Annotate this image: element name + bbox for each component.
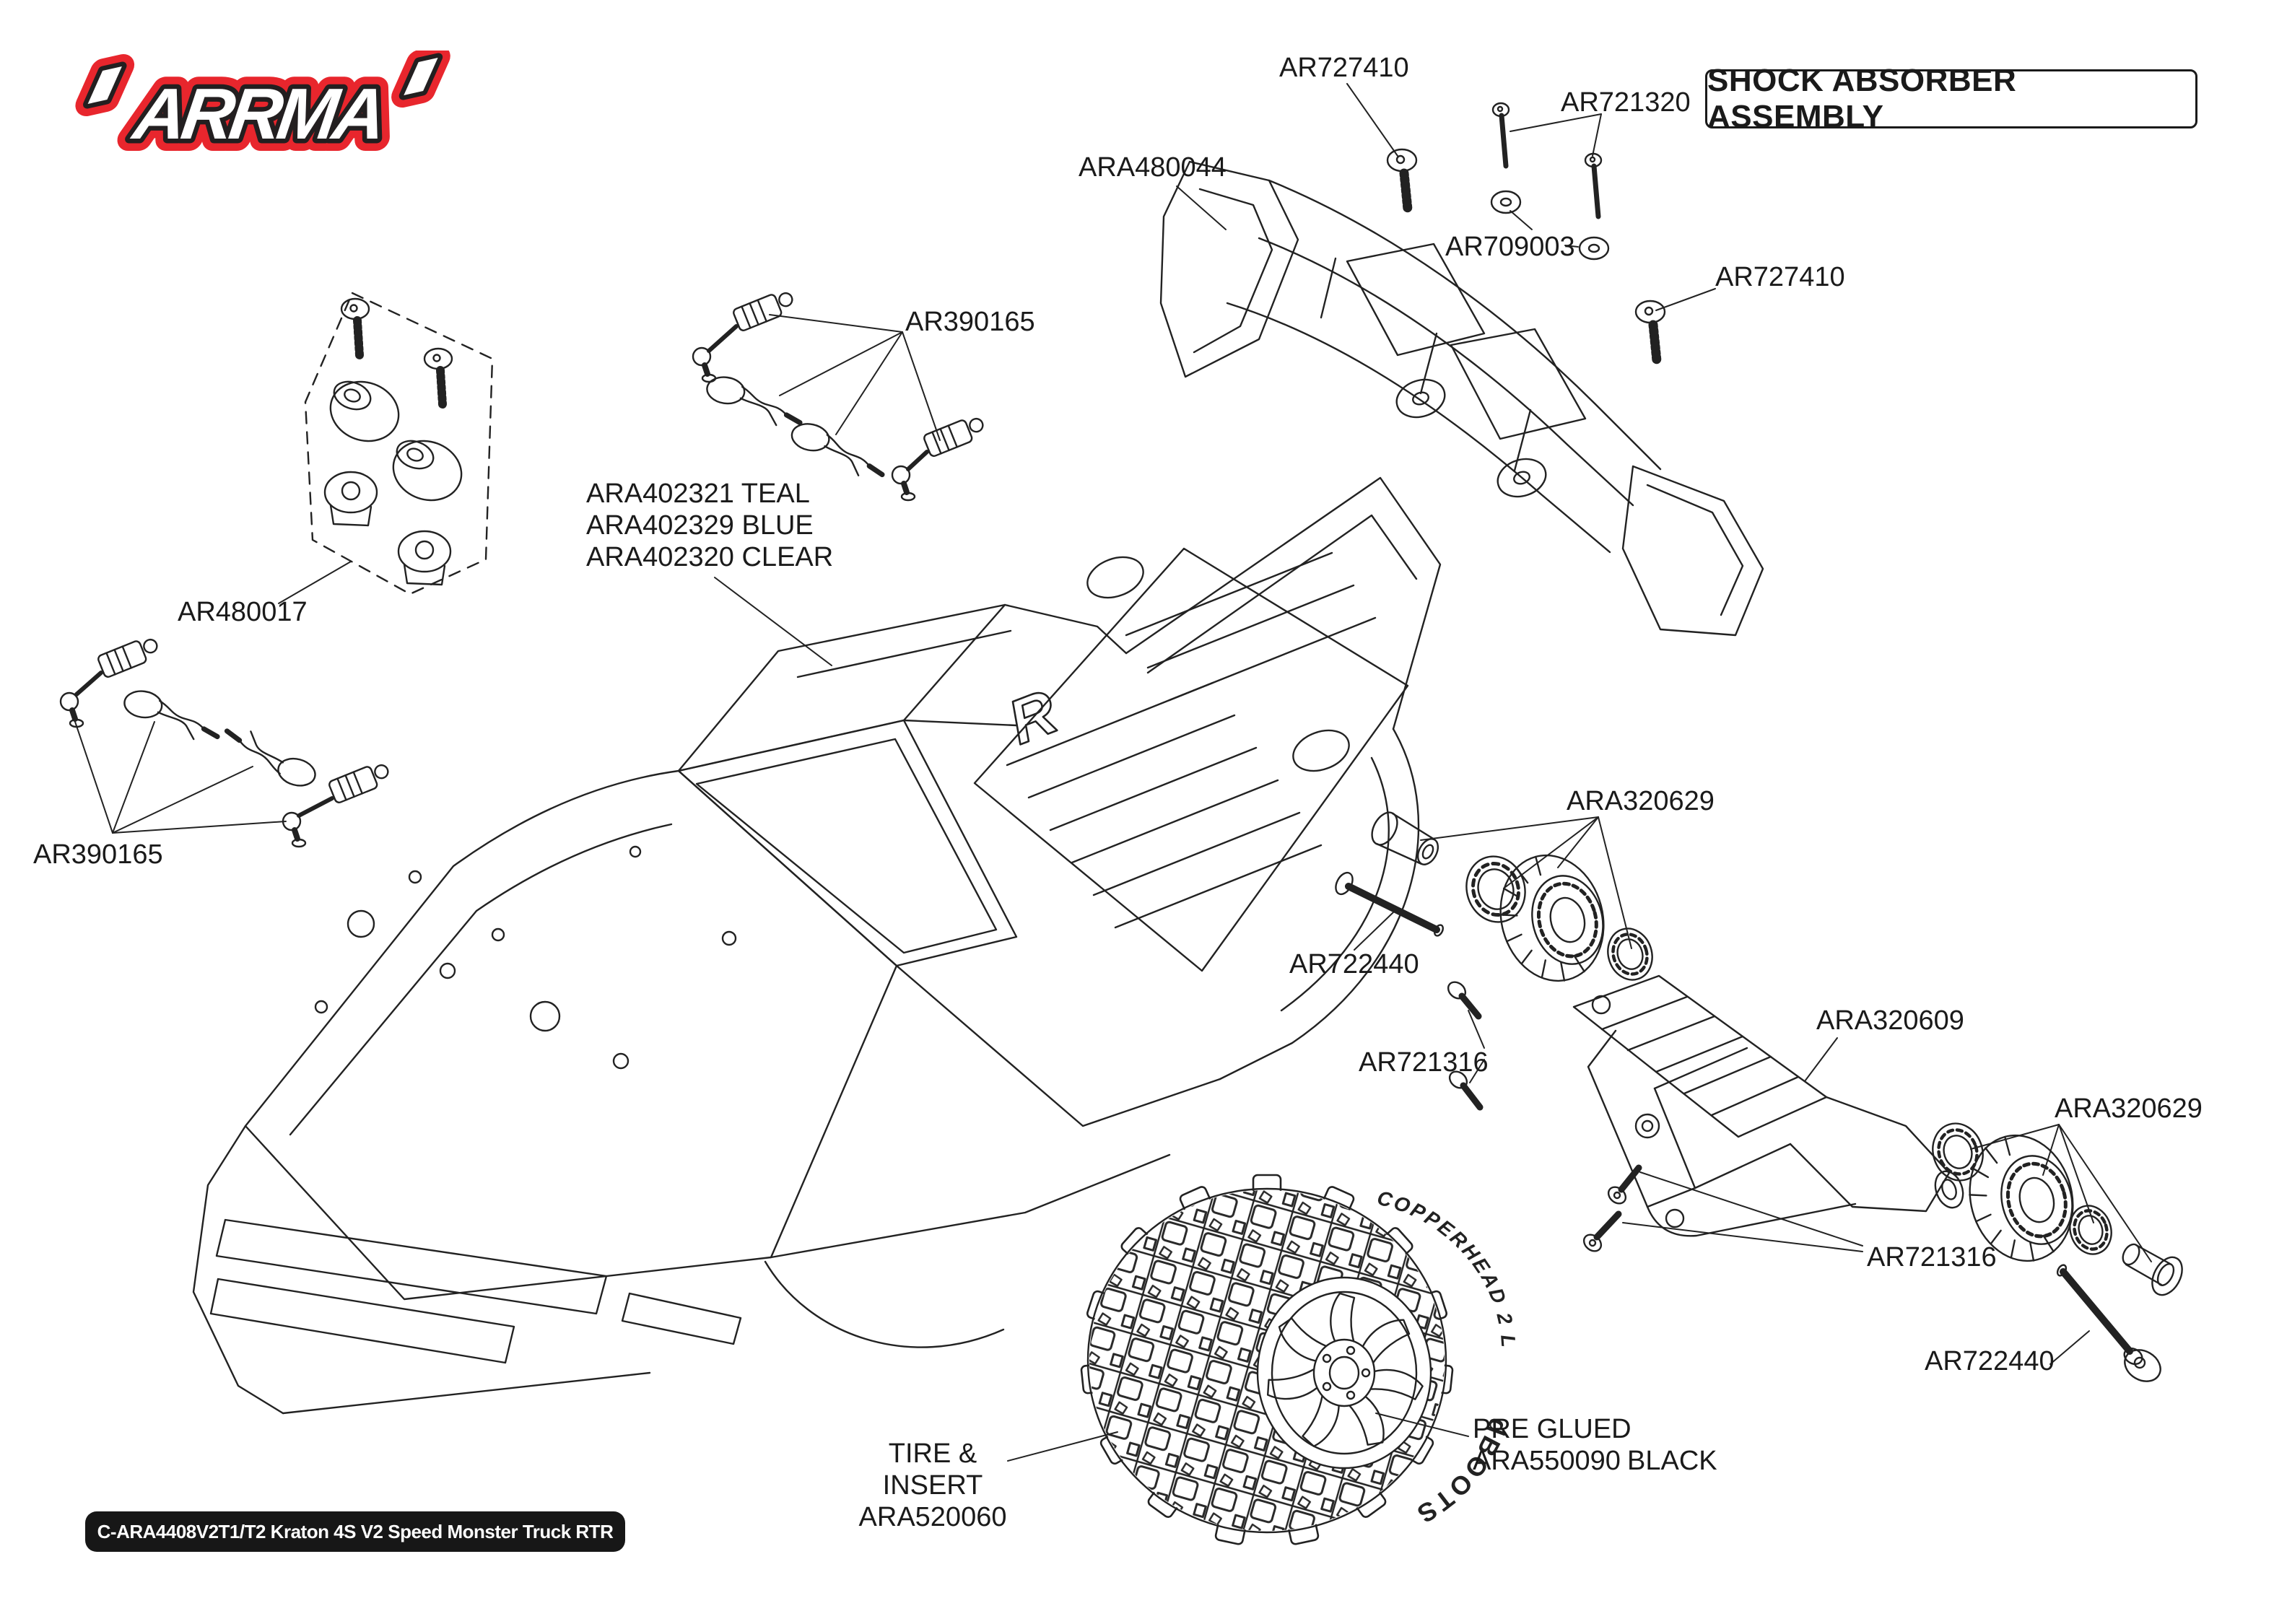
svg-text:COPPERHEAD 2 LP: COPPERHEAD 2 LP: [0, 0, 1518, 1350]
part-label-ar722440-bottom: AR722440: [1925, 1346, 2055, 1376]
part-label-ar721320: AR721320: [1561, 87, 1691, 118]
page-title: SHOCK ABSORBER ASSEMBLY: [1705, 63, 2197, 134]
body-clip-icon: [123, 690, 220, 741]
wing-hardware-drawing: [1386, 102, 1666, 366]
tire-insert-line2: ARA520060: [858, 1502, 1007, 1532]
hub-bearing-set-top-drawing: [1335, 811, 1653, 982]
logo-text: ARRMA: [127, 74, 388, 154]
leader-lines: [73, 83, 2152, 1462]
body-color-option-clear: ARA402320 CLEAR: [586, 542, 834, 572]
tire-insert-line1: TIRE & INSERT: [882, 1439, 983, 1501]
part-label-ar390165-left: AR390165: [33, 839, 163, 870]
part-label-ar721316-bottom: AR721316: [1867, 1242, 1997, 1272]
part-label-ar727410-wing-right: AR727410: [1715, 262, 1845, 292]
rear-wing-drawing: [1159, 160, 1764, 637]
truck-body-drawing: R: [192, 476, 1442, 1415]
logo-text-outline: ARRMA: [127, 74, 388, 154]
part-label-pre-glued: PRE GLUED: [1473, 1414, 1632, 1444]
part-label-ar721316-left: AR721316: [1359, 1047, 1489, 1078]
part-label-body-colors: ARA402321 TEAL ARA402329 BLUE ARA402320 …: [586, 478, 833, 573]
part-label-tire-insert: TIRE & INSERT ARA520060: [836, 1438, 1029, 1533]
part-label-wheel-black: BLACK: [1627, 1446, 1717, 1476]
screw-set-drawing: [1447, 981, 1642, 1252]
tire-sidewall-text-top: COPPERHEAD 2 LP: [0, 0, 1518, 1350]
part-label-ara320629-top: ARA320629: [1567, 786, 1715, 816]
hub-bearing-set-right-drawing: [1932, 1117, 2183, 1382]
body-clip-icon: [790, 423, 885, 478]
kit-id-footer: C-ARA4408V2T1/T2 Kraton 4S V2 Speed Mons…: [85, 1511, 625, 1552]
arrma-logo: ARRMA ARRMA: [75, 51, 450, 167]
part-label-ara480044: ARA480044: [1079, 152, 1227, 183]
part-label-ara320609: ARA320609: [1816, 1005, 1964, 1036]
part-label-ar727410-wing-left: AR727410: [1279, 53, 1409, 83]
body-clip-icon: [224, 728, 316, 787]
part-label-ara320629-right: ARA320629: [2055, 1093, 2203, 1124]
body-clip-icon: [706, 376, 803, 427]
body-post-set-top-drawing: [692, 292, 984, 502]
part-label-ar480017: AR480017: [178, 597, 308, 627]
part-label-ara550090: ARA550090: [1473, 1446, 1621, 1476]
part-label-ar709003: AR709003: [1445, 232, 1575, 262]
body-color-option-blue: ARA402329 BLUE: [586, 510, 814, 541]
body-post-set-left-drawing: [59, 638, 389, 848]
body-color-option-teal: ARA402321 TEAL: [586, 479, 810, 509]
part-label-ar390165-top: AR390165: [905, 307, 1035, 337]
body-mount-parts-box: [304, 292, 494, 595]
part-label-ar722440-top: AR722440: [1289, 949, 1419, 979]
tire-wheel-drawing: COPPERHEAD 2 LP dBOOTS: [0, 0, 1518, 1546]
